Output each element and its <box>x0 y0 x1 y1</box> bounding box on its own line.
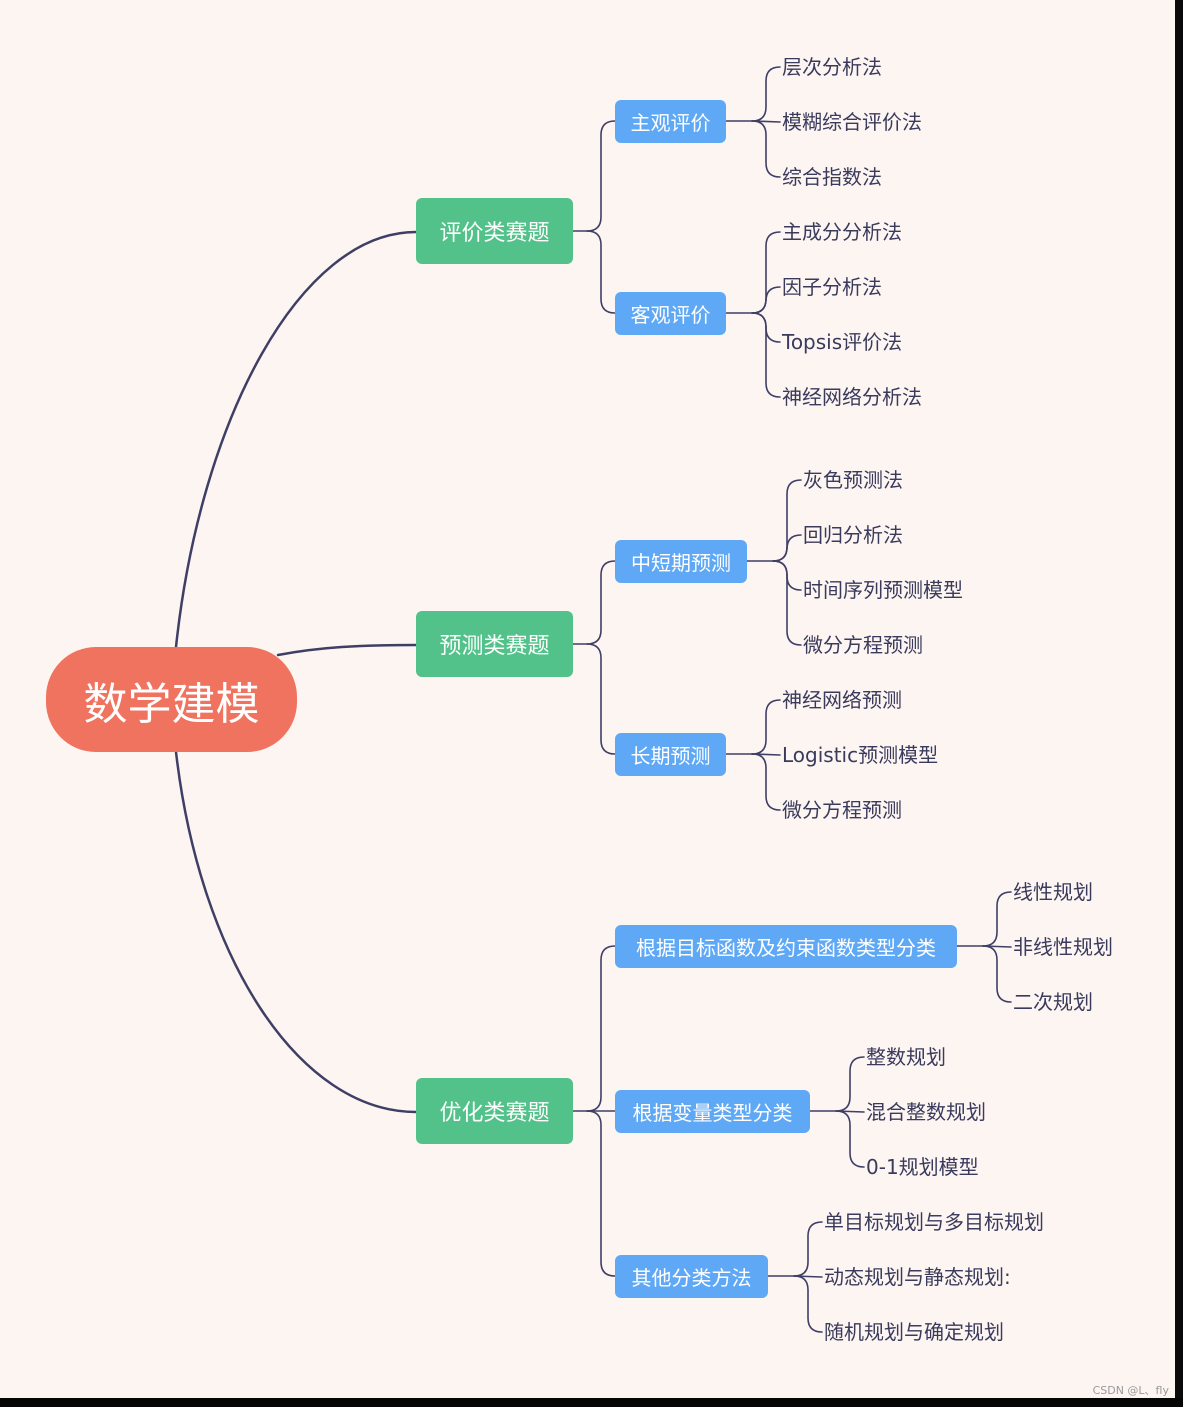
connector-long-term-branch-2 <box>751 753 781 811</box>
connector-optimization-branch-0 <box>586 945 616 1112</box>
connector-subjective-branch-0 <box>751 66 781 122</box>
leaf-quadratic-programming[interactable]: 二次规划 <box>1013 990 1093 1014</box>
connector-optimization-branch-2 <box>586 1110 616 1277</box>
sub-objective-function-classification[interactable]: 根据目标函数及约束函数类型分类 <box>615 925 957 968</box>
leaf-neural-network-analysis[interactable]: 神经网络分析法 <box>782 385 922 409</box>
leaf-stochastic-deterministic[interactable]: 随机规划与确定规划 <box>824 1320 1004 1344</box>
leaf-dynamic-static[interactable]: 动态规划与静态规划: <box>824 1265 1011 1289</box>
watermark: CSDN @L、fly <box>1092 1384 1169 1397</box>
connector-evaluation-branch-1 <box>586 230 616 314</box>
leaf-composite-index[interactable]: 综合指数法 <box>782 165 882 189</box>
leaf-nonlinear-programming[interactable]: 非线性规划 <box>1013 935 1113 959</box>
sub-objective-evaluation[interactable]: 客观评价 <box>615 292 726 335</box>
bottom-border <box>0 1398 1183 1407</box>
connector-variable-type-branch-0 <box>835 1056 865 1112</box>
connector-long-term-branch-0 <box>751 699 781 755</box>
connector-root-evaluation <box>174 230 418 649</box>
leaf-differential-equation-2[interactable]: 微分方程预测 <box>782 798 902 822</box>
connector-short-term-branch-1 <box>772 534 802 562</box>
connector-objective-branch-3 <box>751 312 781 398</box>
sub-long-term-prediction[interactable]: 长期预测 <box>615 733 726 776</box>
connector-short-term-branch-3 <box>772 560 802 646</box>
leaf-neural-network-prediction[interactable]: 神经网络预测 <box>782 688 902 712</box>
connector-prediction-branch-0 <box>586 560 616 645</box>
sub-other-classification[interactable]: 其他分类方法 <box>615 1255 768 1298</box>
right-border <box>1175 0 1183 1398</box>
leaf-logistic-model[interactable]: Logistic预测模型 <box>782 743 939 767</box>
connector-objective-branch-1 <box>751 286 781 314</box>
leaf-single-multi-objective[interactable]: 单目标规划与多目标规划 <box>824 1210 1044 1234</box>
connector-prediction-branch-1 <box>586 643 616 755</box>
connector-objective-function-branch-0 <box>982 891 1012 947</box>
connector-other-branch-0 <box>793 1221 823 1277</box>
connector-root-optimization <box>174 750 418 1114</box>
leaf-integer-programming[interactable]: 整数规划 <box>866 1045 946 1069</box>
connector-evaluation-branch-0 <box>586 120 616 232</box>
leaf-zero-one-programming[interactable]: 0-1规划模型 <box>866 1155 979 1179</box>
category-evaluation[interactable]: 评价类赛题 <box>416 198 573 264</box>
sub-variable-type-classification[interactable]: 根据变量类型分类 <box>615 1090 810 1133</box>
leaf-mixed-integer-programming[interactable]: 混合整数规划 <box>866 1100 986 1124</box>
leaf-topsis[interactable]: Topsis评价法 <box>782 330 903 354</box>
leaf-ahp[interactable]: 层次分析法 <box>782 55 882 79</box>
connector-other-branch-2 <box>793 1275 823 1333</box>
connector-root-prediction <box>276 643 418 657</box>
leaf-factor-analysis[interactable]: 因子分析法 <box>782 275 882 299</box>
leaf-differential-equation-1[interactable]: 微分方程预测 <box>803 633 923 657</box>
leaf-time-series[interactable]: 时间序列预测模型 <box>803 578 963 602</box>
connector-subjective-branch-2 <box>751 120 781 178</box>
leaf-regression-analysis[interactable]: 回归分析法 <box>803 523 903 547</box>
root-node[interactable]: 数学建模 <box>46 647 297 752</box>
connector-variable-type-branch-2 <box>835 1110 865 1168</box>
leaf-grey-prediction[interactable]: 灰色预测法 <box>803 468 903 492</box>
leaf-fuzzy-evaluation[interactable]: 模糊综合评价法 <box>782 110 922 134</box>
sub-subjective-evaluation[interactable]: 主观评价 <box>615 100 726 143</box>
connector-objective-function-branch-2 <box>982 945 1012 1003</box>
leaf-pca[interactable]: 主成分分析法 <box>782 220 902 244</box>
category-prediction[interactable]: 预测类赛题 <box>416 611 573 677</box>
leaf-linear-programming[interactable]: 线性规划 <box>1013 880 1093 904</box>
category-optimization[interactable]: 优化类赛题 <box>416 1078 573 1144</box>
sub-short-term-prediction[interactable]: 中短期预测 <box>615 540 747 583</box>
